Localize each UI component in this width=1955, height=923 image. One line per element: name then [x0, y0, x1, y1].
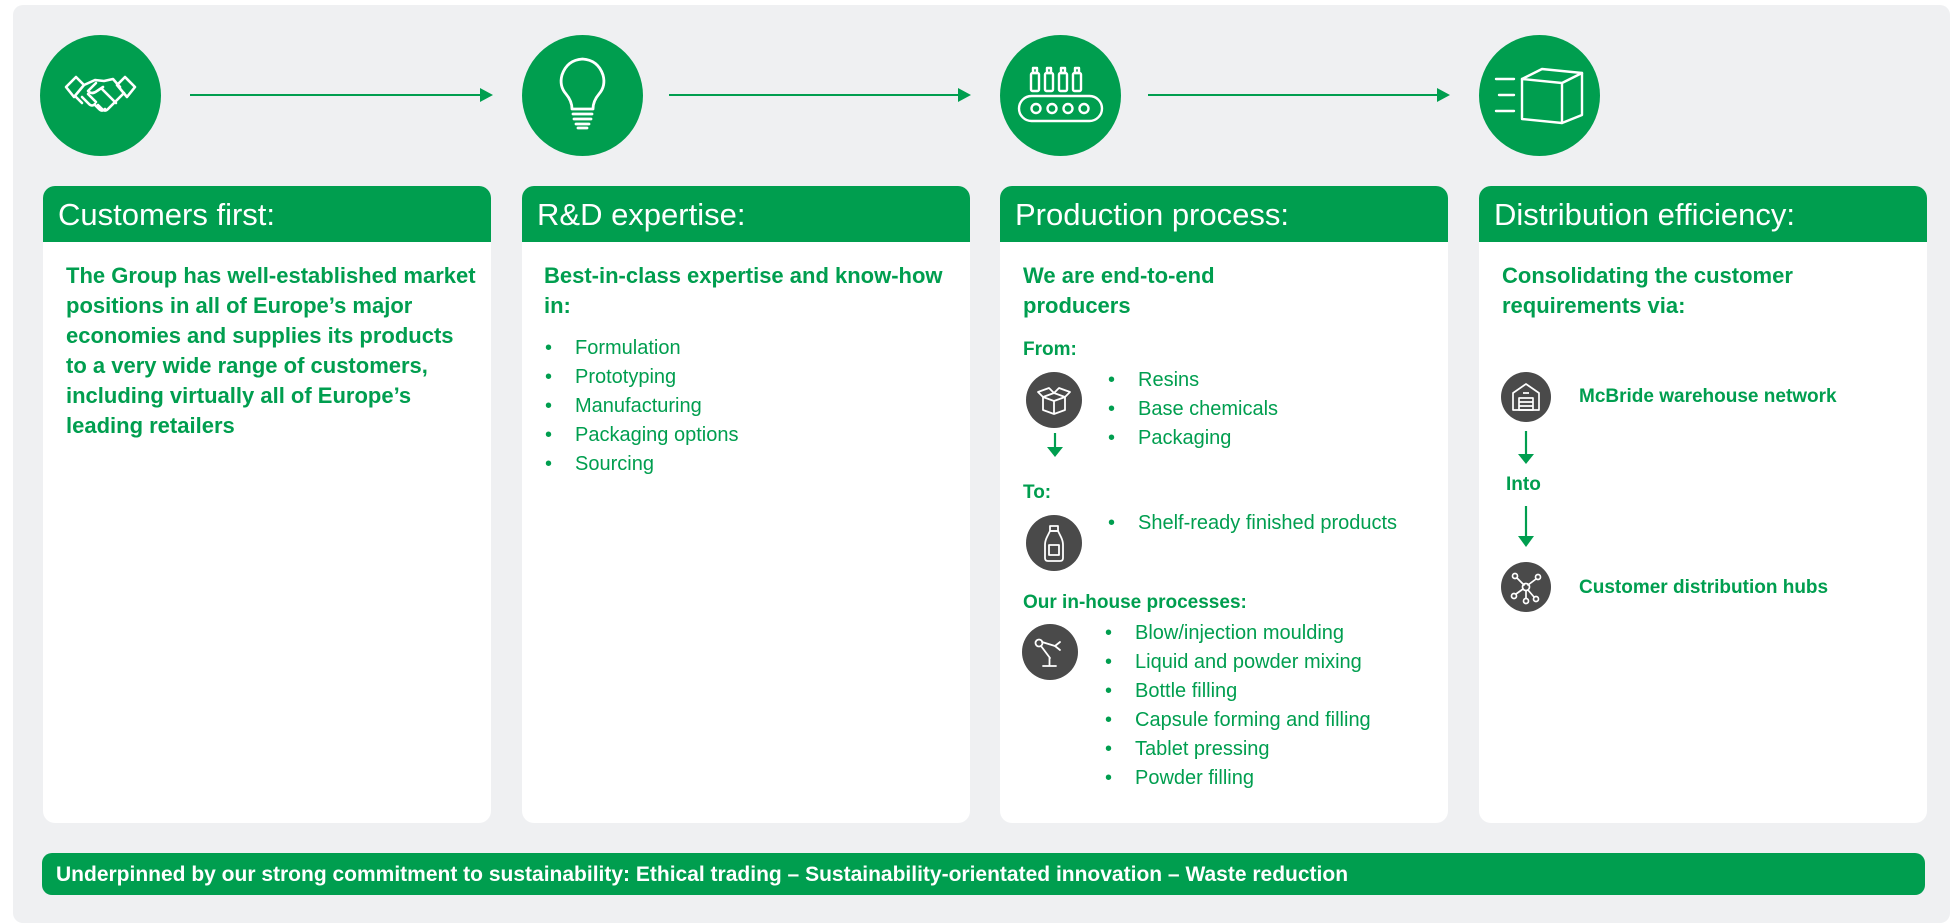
from-label: From:	[1023, 339, 1077, 360]
card-lead-text: The Group has well-established market po…	[66, 263, 476, 438]
warehouse-network-label: McBride warehouse network	[1579, 386, 1837, 407]
card-lead-text: Best-in-class expertise and know-how in:	[544, 263, 943, 318]
list-item: Packaging	[1108, 424, 1278, 453]
from-list: Resins Base chemicals Packaging	[1108, 366, 1278, 453]
list-item: Blow/injection moulding	[1105, 619, 1371, 648]
down-arrow-icon	[1045, 433, 1065, 458]
conveyor-bottles-icon	[1000, 35, 1121, 156]
list-item: Prototyping	[545, 363, 738, 392]
into-label: Into	[1506, 474, 1541, 495]
list-item: Tablet pressing	[1105, 735, 1371, 764]
list-item: Capsule forming and filling	[1105, 706, 1371, 735]
distribution-hub-icon	[1501, 562, 1551, 612]
card-title: Customers first:	[43, 186, 491, 242]
list-item: Manufacturing	[545, 392, 738, 421]
card-customers-first: Customers first: The Group has well-esta…	[43, 186, 491, 823]
card-title: R&D expertise:	[522, 186, 970, 242]
list-item: Powder filling	[1105, 764, 1371, 793]
lightbulb-icon	[522, 35, 643, 156]
card-distribution-efficiency: Distribution efficiency: Consolidating t…	[1479, 186, 1927, 823]
bottle-icon	[1026, 515, 1082, 571]
list-item: Bottle filling	[1105, 677, 1371, 706]
processes-label: Our in-house processes:	[1023, 592, 1247, 613]
list-item: Sourcing	[545, 450, 738, 479]
processes-list: Blow/injection moulding Liquid and powde…	[1105, 619, 1371, 793]
to-list: Shelf-ready finished products	[1108, 509, 1397, 538]
flow-arrow-2	[669, 88, 971, 102]
list-item: Resins	[1108, 366, 1278, 395]
down-arrow-icon	[1516, 506, 1536, 548]
sustainability-banner: Underpinned by our strong commitment to …	[42, 853, 1925, 895]
card-production-process: Production process: We are end-to-end pr…	[1000, 186, 1448, 823]
card-lead-text: We are end-to-end producers	[1023, 263, 1215, 318]
list-item: Base chemicals	[1108, 395, 1278, 424]
distribution-hubs-label: Customer distribution hubs	[1579, 577, 1829, 598]
down-arrow-icon	[1516, 431, 1536, 465]
list-item: Formulation	[545, 334, 738, 363]
open-box-icon	[1026, 372, 1082, 428]
list-item: Packaging options	[545, 421, 738, 450]
list-item: Liquid and powder mixing	[1105, 648, 1371, 677]
to-label: To:	[1023, 482, 1052, 503]
expertise-list: Formulation Prototyping Manufacturing Pa…	[545, 334, 738, 479]
robot-arm-icon	[1022, 624, 1078, 680]
warehouse-icon	[1501, 372, 1551, 422]
card-title: Distribution efficiency:	[1479, 186, 1927, 242]
card-title: Production process:	[1000, 186, 1448, 242]
handshake-icon	[40, 35, 161, 156]
card-lead-text: Consolidating the customer requirements …	[1502, 263, 1793, 318]
list-item: Shelf-ready finished products	[1108, 509, 1397, 538]
flow-arrow-3	[1148, 88, 1450, 102]
flow-arrow-1	[190, 88, 493, 102]
box-delivery-icon	[1479, 35, 1600, 156]
card-rd-expertise: R&D expertise: Best-in-class expertise a…	[522, 186, 970, 823]
